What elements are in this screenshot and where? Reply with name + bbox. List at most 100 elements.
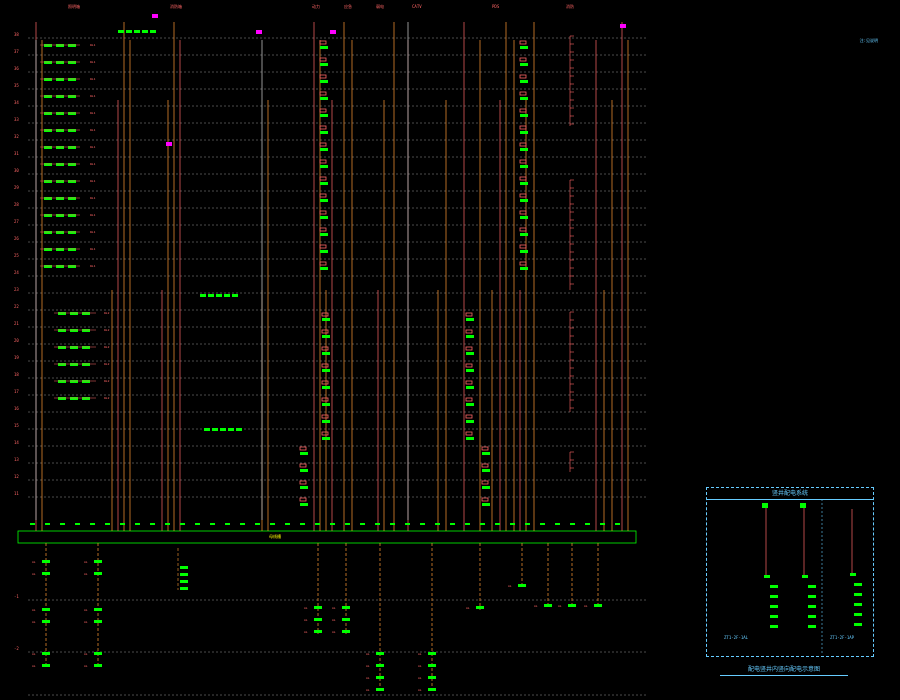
floor-breaker [68,180,76,183]
floor-label: 12 [14,474,19,479]
bus-tap [510,523,515,525]
bus-tap [300,523,305,525]
down-tag: AL [418,652,422,656]
mid-breaker [224,294,230,297]
bus-tap [270,523,275,525]
riser-breaker [520,80,528,83]
top-breaker [134,30,140,33]
bus-tap [390,523,395,525]
branch-tag: WL2 [104,311,110,315]
bus-tap [585,523,590,525]
mid-breaker [200,294,206,297]
riser-breaker [520,97,528,100]
riser-breaker [320,131,328,134]
riser-tag [519,91,527,96]
down-breaker [476,606,484,609]
branch-tag: WL1 [90,247,96,251]
floor-breaker [56,78,64,81]
legend-breaker [770,595,778,598]
down-tag: AL [84,608,88,612]
riser-tag [299,497,307,502]
down-tag: AL [32,560,36,564]
riser-tag [299,446,307,451]
floor-breaker [44,265,52,268]
riser-tag [321,431,329,436]
down-tag: AL [32,608,36,612]
legend-breaker [854,583,862,586]
bus-tap [210,523,215,525]
floor-label: 21 [14,321,19,326]
down-breaker [342,618,350,621]
bus-tap [480,523,485,525]
floor-breaker [56,95,64,98]
legend-breaker [808,615,816,618]
magenta-box [166,142,172,146]
branch-tag: WL2 [104,396,110,400]
legend-panel: 竖井配电系统 [706,487,874,657]
down-breaker [94,560,102,563]
floor-label: 30 [14,168,19,173]
riser-breaker [320,97,328,100]
floor-breaker [82,380,90,383]
floor-label: 24 [14,270,19,275]
floor-breaker [58,363,66,366]
riser-tag [481,463,489,468]
floor-breaker [44,163,52,166]
down-breaker [376,664,384,667]
riser-breaker [482,486,490,489]
legend-breaker [808,625,816,628]
floor-label: -1 [14,594,19,599]
riser-breaker [520,63,528,66]
riser-breaker [320,63,328,66]
floor-label: 26 [14,236,19,241]
floor-label: 36 [14,66,19,71]
branch-tag: WL2 [104,379,110,383]
riser-breaker [320,165,328,168]
floor-breaker [70,346,78,349]
riser-tag [319,210,327,215]
legend-caption: 配电竖井内竖向配电示意图 [748,666,821,673]
riser-breaker [466,335,474,338]
top-label: 弱电 [376,3,384,9]
down-breaker [94,664,102,667]
down-breaker [342,630,350,633]
riser-tag [319,40,327,45]
floor-label: 29 [14,185,19,190]
down-breaker [428,688,436,691]
legend-left-label: ZT1-2F-1AL [724,635,749,640]
down-tag: AL [332,630,336,634]
floor-breaker [44,231,52,234]
legend-breaker [850,573,856,576]
legend-breaker [808,585,816,588]
riser-breaker [520,148,528,151]
riser-breaker [322,386,330,389]
bus-tap [255,523,260,525]
floor-breaker [58,380,66,383]
mid-breaker [220,428,226,431]
magenta-box [620,24,626,28]
floor-breaker [68,61,76,64]
top-breaker [126,30,132,33]
legend-breaker [808,595,816,598]
down-breaker [42,664,50,667]
floor-breaker [58,397,66,400]
riser-tag [519,142,527,147]
floor-breaker [68,265,76,268]
riser-breaker [322,335,330,338]
riser-tag [465,414,473,419]
bus-tap [150,523,155,525]
down-breaker [594,604,602,607]
down-tag: AL [366,652,370,656]
floor-label: 18 [14,372,19,377]
riser-breaker [466,318,474,321]
riser-tag [319,176,327,181]
riser-tag [519,244,527,249]
floor-breaker [68,248,76,251]
riser-breaker [466,386,474,389]
floor-breaker [68,214,76,217]
floor-breaker [68,95,76,98]
branch-tag: WL1 [90,60,96,64]
branch-tag: WL1 [90,43,96,47]
bus-tap [240,523,245,525]
design-note: 注:见说明 [859,38,878,43]
